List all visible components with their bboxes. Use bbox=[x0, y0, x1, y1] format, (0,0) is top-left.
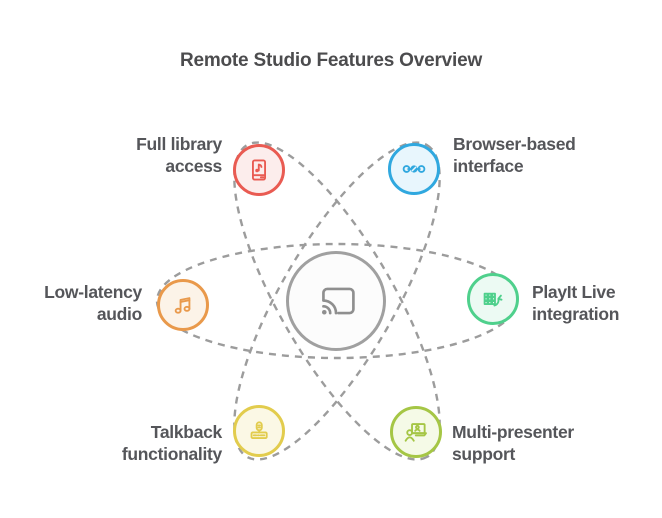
link-nodes-icon bbox=[402, 165, 426, 173]
feature-label-talkback-functionality: Talkback functionality bbox=[122, 421, 222, 465]
label-line: Full library bbox=[136, 134, 222, 154]
label-line: audio bbox=[96, 304, 142, 324]
cast-icon bbox=[321, 287, 355, 315]
orbit-ellipse-diagonal-1 bbox=[233, 141, 441, 461]
music-notes-icon bbox=[174, 297, 191, 314]
feature-label-browser-based-interface: Browser-based interface bbox=[453, 133, 576, 177]
feature-label-multi-presenter-support: Multi-presenter support bbox=[452, 421, 574, 465]
feature-label-full-library-access: Full library access bbox=[136, 133, 222, 177]
label-line: support bbox=[452, 444, 516, 464]
orbit-ellipse-diagonal-2 bbox=[233, 141, 441, 461]
intercom-icon bbox=[250, 421, 268, 440]
feature-label-low-latency-audio: Low-latency audio bbox=[44, 281, 142, 325]
label-line: Multi-presenter bbox=[452, 422, 574, 442]
music-book-icon bbox=[252, 159, 267, 181]
label-line: integration bbox=[532, 304, 620, 324]
label-line: interface bbox=[453, 156, 524, 176]
cart-grid-icon bbox=[483, 292, 503, 307]
feature-label-playit-live-integration: PlayIt Live integration bbox=[532, 281, 619, 325]
center-hub bbox=[286, 251, 386, 351]
label-line: functionality bbox=[121, 444, 222, 464]
feature-node-browser-based-interface bbox=[388, 143, 440, 195]
label-line: Low-latency bbox=[44, 282, 142, 302]
label-line: Browser-based bbox=[453, 134, 576, 154]
feature-node-multi-presenter-support bbox=[390, 406, 442, 458]
feature-node-playit-live-integration bbox=[467, 273, 519, 325]
page-title: Remote Studio Features Overview bbox=[179, 50, 483, 71]
feature-node-full-library-access bbox=[233, 144, 285, 196]
label-line: PlayIt Live bbox=[532, 282, 616, 302]
label-line: access bbox=[165, 156, 222, 176]
presenter-screen-icon bbox=[404, 423, 427, 442]
feature-node-low-latency-audio bbox=[157, 279, 209, 331]
feature-node-talkback-functionality bbox=[233, 405, 285, 457]
label-line: Talkback bbox=[150, 422, 223, 442]
